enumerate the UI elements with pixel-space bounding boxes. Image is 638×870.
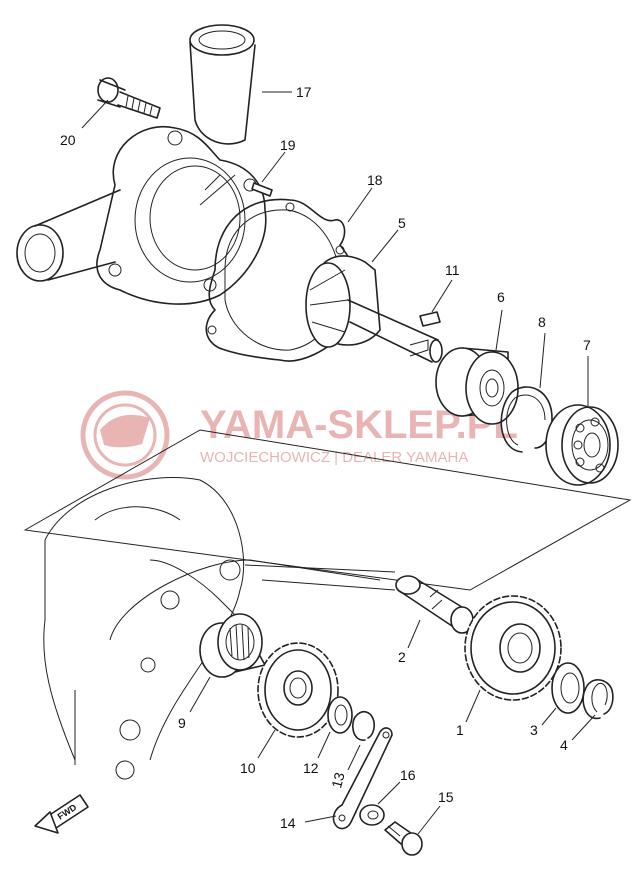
callout-6: 6 (497, 289, 505, 305)
callout-18: 18 (367, 172, 383, 188)
callout-2: 2 (398, 649, 406, 665)
gear-10 (257, 642, 339, 738)
needle-bearing-9 (199, 613, 266, 678)
impeller-shaft (305, 255, 443, 363)
callout-11: 11 (445, 262, 460, 278)
key (419, 311, 441, 327)
stopper-plate (332, 727, 393, 830)
crankcase-outline (23, 429, 632, 780)
washer-12 (327, 696, 353, 734)
collar-2 (395, 575, 474, 634)
watermark-subtitle: WOJCIECHOWICZ | DEALER YAMAHA (200, 449, 468, 466)
watermark-logo-icon (80, 390, 170, 480)
callout-9: 9 (178, 715, 186, 731)
fwd-arrow-icon: FWD (34, 794, 89, 834)
callout-20: 20 (60, 132, 76, 148)
callout-4: 4 (560, 737, 568, 753)
gear-1 (464, 595, 562, 701)
callout-17: 17 (296, 84, 312, 100)
callout-19: 19 (280, 137, 296, 153)
callout-13: 13 (328, 770, 348, 789)
oil-seal (435, 347, 519, 425)
callout-15: 15 (438, 789, 454, 805)
callout-3: 3 (530, 722, 538, 738)
callout-16: 16 (400, 767, 416, 783)
callout-5: 5 (398, 215, 406, 231)
pump-housing (16, 24, 267, 305)
washer-16 (359, 804, 385, 826)
screw-15 (384, 821, 423, 856)
callout-14: 14 (280, 815, 296, 831)
circlip-4 (582, 679, 614, 720)
callout-8: 8 (538, 314, 546, 330)
bolt (97, 77, 161, 119)
callouts: 17 20 19 18 5 11 6 8 7 2 1 3 4 9 10 12 1 (60, 84, 596, 835)
callout-10: 10 (240, 760, 256, 776)
callout-7: 7 (583, 337, 591, 353)
washer-3 (551, 662, 585, 714)
callout-1: 1 (456, 722, 464, 738)
circlip-13 (351, 710, 375, 741)
bearing-7 (545, 404, 619, 486)
callout-12: 12 (303, 760, 319, 776)
dowel-pin (251, 182, 273, 197)
